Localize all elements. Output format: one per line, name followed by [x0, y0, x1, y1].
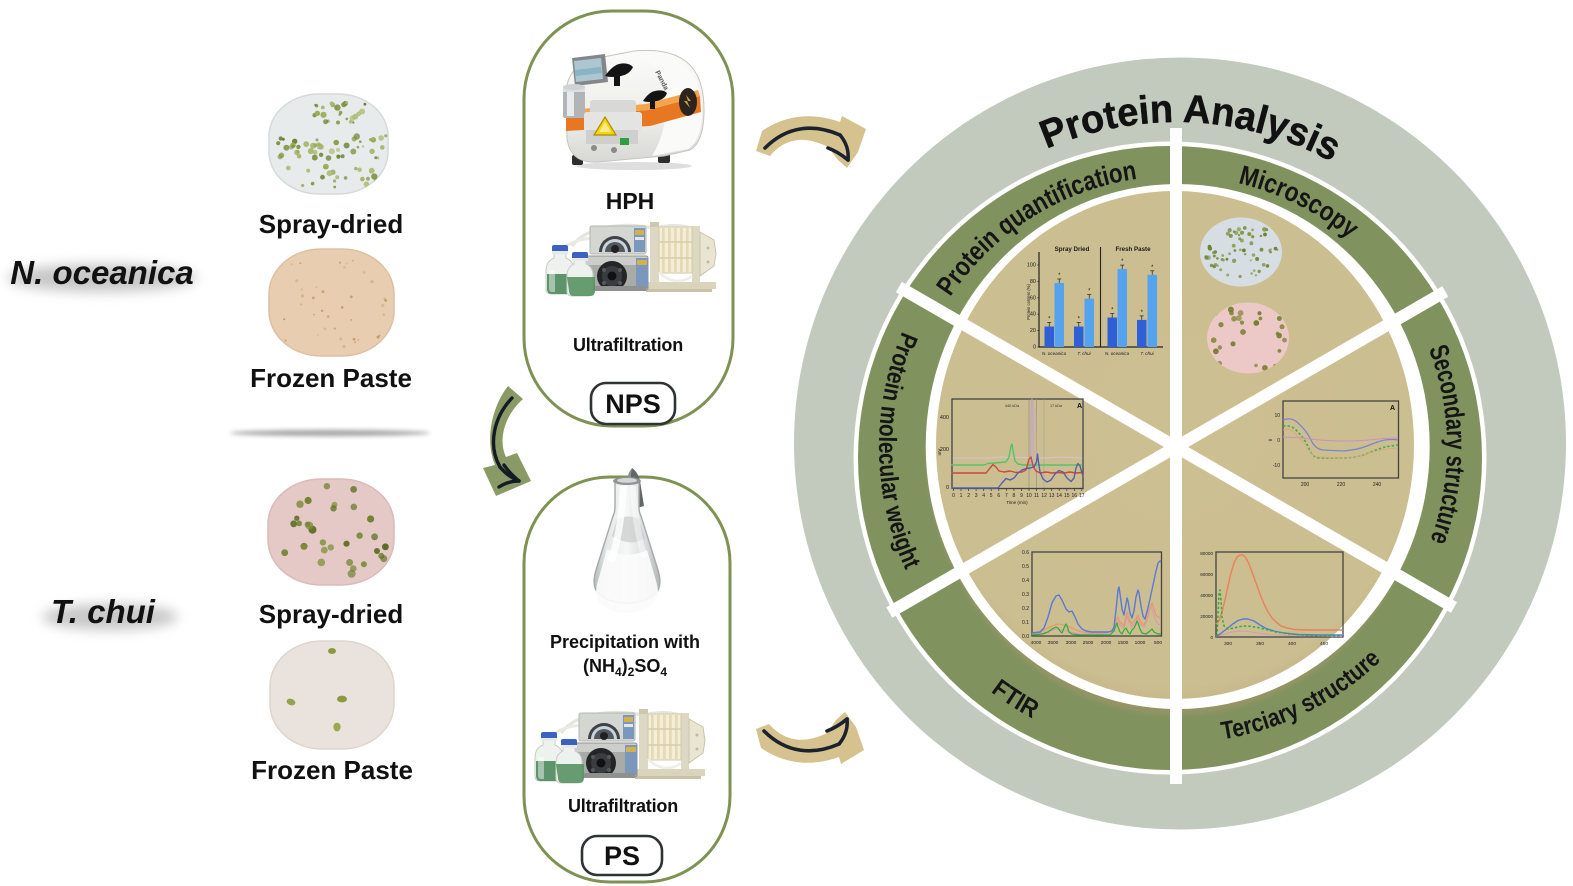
- svg-text:20000: 20000: [1200, 614, 1213, 619]
- svg-text:-10: -10: [1273, 463, 1280, 469]
- svg-text:80: 80: [1030, 279, 1036, 285]
- svg-text:θ: θ: [1268, 438, 1273, 441]
- svg-text:*: *: [1151, 265, 1154, 271]
- svg-text:13: 13: [1049, 493, 1055, 499]
- svg-text:PS: PS: [604, 841, 640, 871]
- svg-text:0.1: 0.1: [1022, 620, 1029, 626]
- svg-text:HPH: HPH: [606, 188, 655, 214]
- svg-text:T. chui: T. chui: [1077, 351, 1091, 356]
- svg-text:0: 0: [946, 485, 949, 491]
- svg-text:T. chui: T. chui: [1140, 351, 1154, 356]
- svg-text:440 kDa: 440 kDa: [1005, 404, 1020, 408]
- svg-text:60: 60: [1030, 295, 1036, 301]
- svg-text:Time (min): Time (min): [1006, 500, 1028, 505]
- svg-text:7: 7: [1005, 493, 1008, 499]
- svg-text:*: *: [1078, 317, 1081, 323]
- svg-text:10: 10: [1274, 413, 1280, 419]
- svg-text:3: 3: [975, 493, 978, 499]
- svg-text:100: 100: [1027, 263, 1036, 269]
- svg-text:2500: 2500: [1083, 640, 1094, 646]
- svg-text:0.0: 0.0: [1022, 634, 1029, 640]
- svg-text:60000: 60000: [1200, 572, 1213, 577]
- svg-text:4000: 4000: [1031, 640, 1042, 646]
- svg-text:Protein content (%): Protein content (%): [1026, 283, 1031, 319]
- svg-text:Ultrafiltration: Ultrafiltration: [573, 335, 683, 355]
- svg-text:*: *: [1048, 317, 1051, 323]
- svg-text:Spray Dried: Spray Dried: [1055, 246, 1090, 253]
- svg-text:220: 220: [1337, 482, 1346, 488]
- svg-text:N. oceanica: N. oceanica: [10, 254, 193, 291]
- svg-text:10: 10: [1026, 493, 1032, 499]
- svg-text:20: 20: [1030, 328, 1036, 334]
- svg-text:NPS: NPS: [605, 389, 661, 419]
- svg-text:4: 4: [982, 493, 985, 499]
- svg-text:400: 400: [940, 415, 949, 421]
- svg-text:200: 200: [1301, 482, 1310, 488]
- svg-text:14: 14: [1056, 493, 1062, 499]
- svg-text:(NH4)2SO4: (NH4)2SO4: [583, 656, 667, 679]
- svg-text:500: 500: [1154, 640, 1162, 646]
- svg-text:*: *: [1141, 310, 1144, 316]
- svg-text:*: *: [1111, 308, 1114, 314]
- svg-text:350: 350: [1256, 641, 1264, 647]
- svg-text:3000: 3000: [1066, 640, 1077, 646]
- svg-text:400: 400: [1288, 641, 1296, 647]
- svg-text:40: 40: [1030, 312, 1036, 318]
- svg-text:2000: 2000: [1101, 640, 1112, 646]
- svg-text:N. oceanica: N. oceanica: [1042, 351, 1067, 356]
- svg-text:8: 8: [1013, 493, 1016, 499]
- svg-text:450: 450: [1320, 641, 1328, 647]
- svg-text:0: 0: [1210, 635, 1213, 640]
- svg-text:17: 17: [1079, 493, 1085, 499]
- svg-text:1: 1: [960, 493, 963, 499]
- svg-text:N. oceanica: N. oceanica: [1105, 351, 1130, 356]
- svg-text:1000: 1000: [1135, 640, 1146, 646]
- svg-text:*: *: [1121, 259, 1124, 265]
- svg-text:0.3: 0.3: [1022, 592, 1029, 598]
- svg-text:0: 0: [1033, 345, 1036, 351]
- svg-text:Frozen Paste: Frozen Paste: [251, 755, 413, 785]
- svg-text:3500: 3500: [1048, 640, 1059, 646]
- svg-text:300: 300: [1224, 641, 1232, 647]
- svg-text:Fresh Paste: Fresh Paste: [1115, 246, 1151, 253]
- svg-text:0.2: 0.2: [1022, 606, 1029, 612]
- svg-text:0.5: 0.5: [1022, 564, 1029, 570]
- svg-text:6: 6: [997, 493, 1000, 499]
- svg-text:17 kDa: 17 kDa: [1050, 404, 1063, 408]
- svg-text:240: 240: [1373, 482, 1382, 488]
- svg-text:0.4: 0.4: [1022, 578, 1029, 584]
- svg-text:*: *: [1088, 289, 1091, 295]
- svg-text:Spray-dried: Spray-dried: [259, 599, 404, 629]
- svg-text:40000: 40000: [1200, 593, 1213, 598]
- svg-text:Precipitation with: Precipitation with: [550, 632, 700, 652]
- svg-text:Ultrafiltration: Ultrafiltration: [568, 796, 678, 816]
- svg-text:Spray-dried: Spray-dried: [259, 209, 404, 239]
- svg-text:1500: 1500: [1118, 640, 1129, 646]
- svg-text:T. chui: T. chui: [51, 593, 156, 630]
- svg-text:0.6: 0.6: [1022, 550, 1029, 556]
- svg-text:A: A: [1077, 403, 1082, 410]
- svg-text:16: 16: [1072, 493, 1078, 499]
- svg-text:A: A: [1390, 405, 1395, 412]
- svg-text:11: 11: [1034, 493, 1039, 499]
- svg-text:80000: 80000: [1200, 551, 1213, 556]
- svg-text:0: 0: [952, 493, 955, 499]
- svg-text:200: 200: [940, 447, 949, 453]
- svg-text:Frozen Paste: Frozen Paste: [250, 363, 412, 393]
- svg-text:2: 2: [967, 493, 970, 499]
- svg-text:9: 9: [1020, 493, 1023, 499]
- svg-text:0: 0: [1277, 438, 1280, 444]
- svg-text:12: 12: [1041, 493, 1047, 499]
- svg-text:*: *: [1058, 273, 1061, 279]
- svg-text:mV: mV: [937, 449, 942, 456]
- svg-text:5: 5: [990, 493, 993, 499]
- svg-text:15: 15: [1064, 493, 1070, 499]
